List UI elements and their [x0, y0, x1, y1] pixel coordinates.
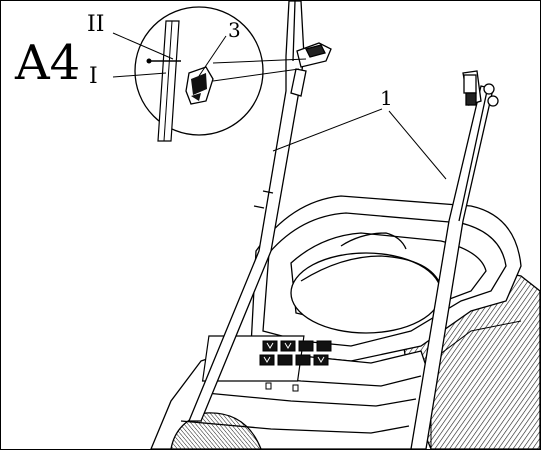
- leader-lines: [112, 32, 447, 180]
- callout-position-i: I: [89, 64, 98, 89]
- step-label: A4: [14, 35, 80, 91]
- quick-release-lever-detail: [134, 6, 264, 142]
- callout-lever: 3: [228, 18, 241, 42]
- callout-handle: 1: [380, 86, 393, 110]
- right-handle-bar: [410, 70, 499, 449]
- callout-position-ii: II: [87, 12, 104, 37]
- left-handle-bar: [188, 1, 332, 422]
